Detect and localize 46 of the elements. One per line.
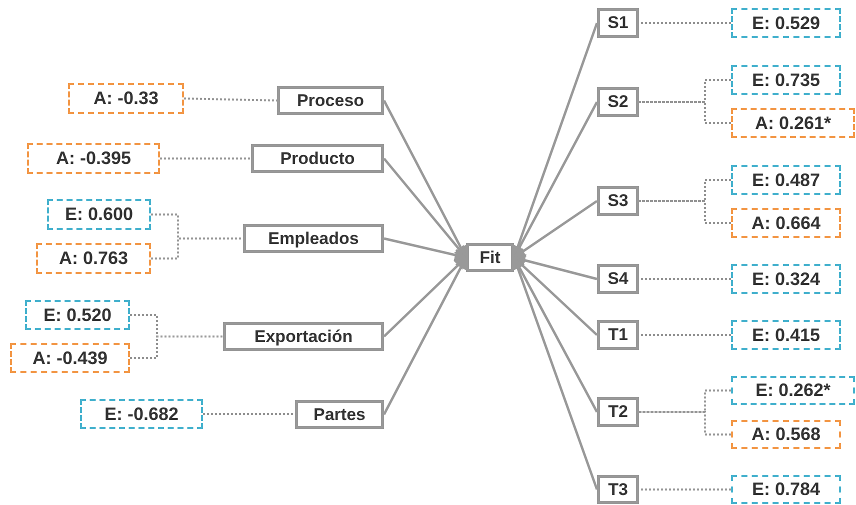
factor-box: Partes bbox=[295, 400, 384, 429]
value-box: E: 0.520 bbox=[25, 300, 130, 330]
value-box: E: 0.784 bbox=[731, 475, 841, 504]
dotted-connector bbox=[639, 200, 731, 224]
value-box: A: -0.439 bbox=[10, 343, 130, 373]
factor-box: Empleados bbox=[243, 224, 384, 253]
factor-box: S1 bbox=[597, 8, 639, 38]
dotted-connector bbox=[130, 336, 223, 359]
value-box: A: 0.261* bbox=[731, 108, 855, 138]
dotted-connector bbox=[151, 238, 243, 260]
dotted-connector bbox=[160, 158, 251, 160]
dotted-connector bbox=[639, 101, 731, 124]
factor-box: T2 bbox=[597, 397, 639, 427]
factor-box: Producto bbox=[251, 144, 384, 173]
value-box: A: -0.33 bbox=[68, 83, 184, 114]
value-box: A: -0.395 bbox=[27, 143, 160, 174]
dotted-connector bbox=[639, 390, 731, 413]
dotted-connector bbox=[639, 411, 731, 436]
value-box: E: 0.324 bbox=[731, 264, 841, 294]
value-box: E: 0.735 bbox=[731, 65, 841, 95]
dotted-connector bbox=[203, 413, 295, 415]
value-box: E: -0.682 bbox=[80, 399, 203, 429]
dotted-connector bbox=[639, 334, 731, 336]
dotted-connector bbox=[184, 98, 278, 102]
factor-box: T1 bbox=[597, 320, 639, 350]
value-box: A: 0.568 bbox=[731, 420, 841, 449]
factor-box: Fit bbox=[466, 243, 514, 272]
factor-box: S2 bbox=[597, 87, 639, 117]
dotted-connector bbox=[639, 22, 731, 24]
factor-box: T3 bbox=[597, 475, 639, 504]
dotted-connector bbox=[639, 79, 731, 103]
dotted-connector bbox=[639, 179, 731, 202]
value-box: E: 0.262* bbox=[731, 376, 855, 405]
value-box: A: 0.664 bbox=[731, 208, 841, 238]
value-box: E: 0.529 bbox=[731, 8, 841, 38]
factor-box: Exportación bbox=[223, 322, 384, 351]
value-box: A: 0.763 bbox=[36, 243, 151, 274]
factor-box: S4 bbox=[597, 264, 639, 294]
factor-box: S3 bbox=[597, 186, 639, 216]
value-box: E: 0.600 bbox=[47, 199, 151, 230]
factor-box: Proceso bbox=[277, 86, 384, 115]
dotted-connector bbox=[639, 488, 731, 490]
arrow bbox=[384, 237, 468, 262]
value-box: E: 0.415 bbox=[731, 320, 841, 350]
value-box: E: 0.487 bbox=[731, 165, 841, 195]
dotted-connector bbox=[639, 278, 731, 280]
